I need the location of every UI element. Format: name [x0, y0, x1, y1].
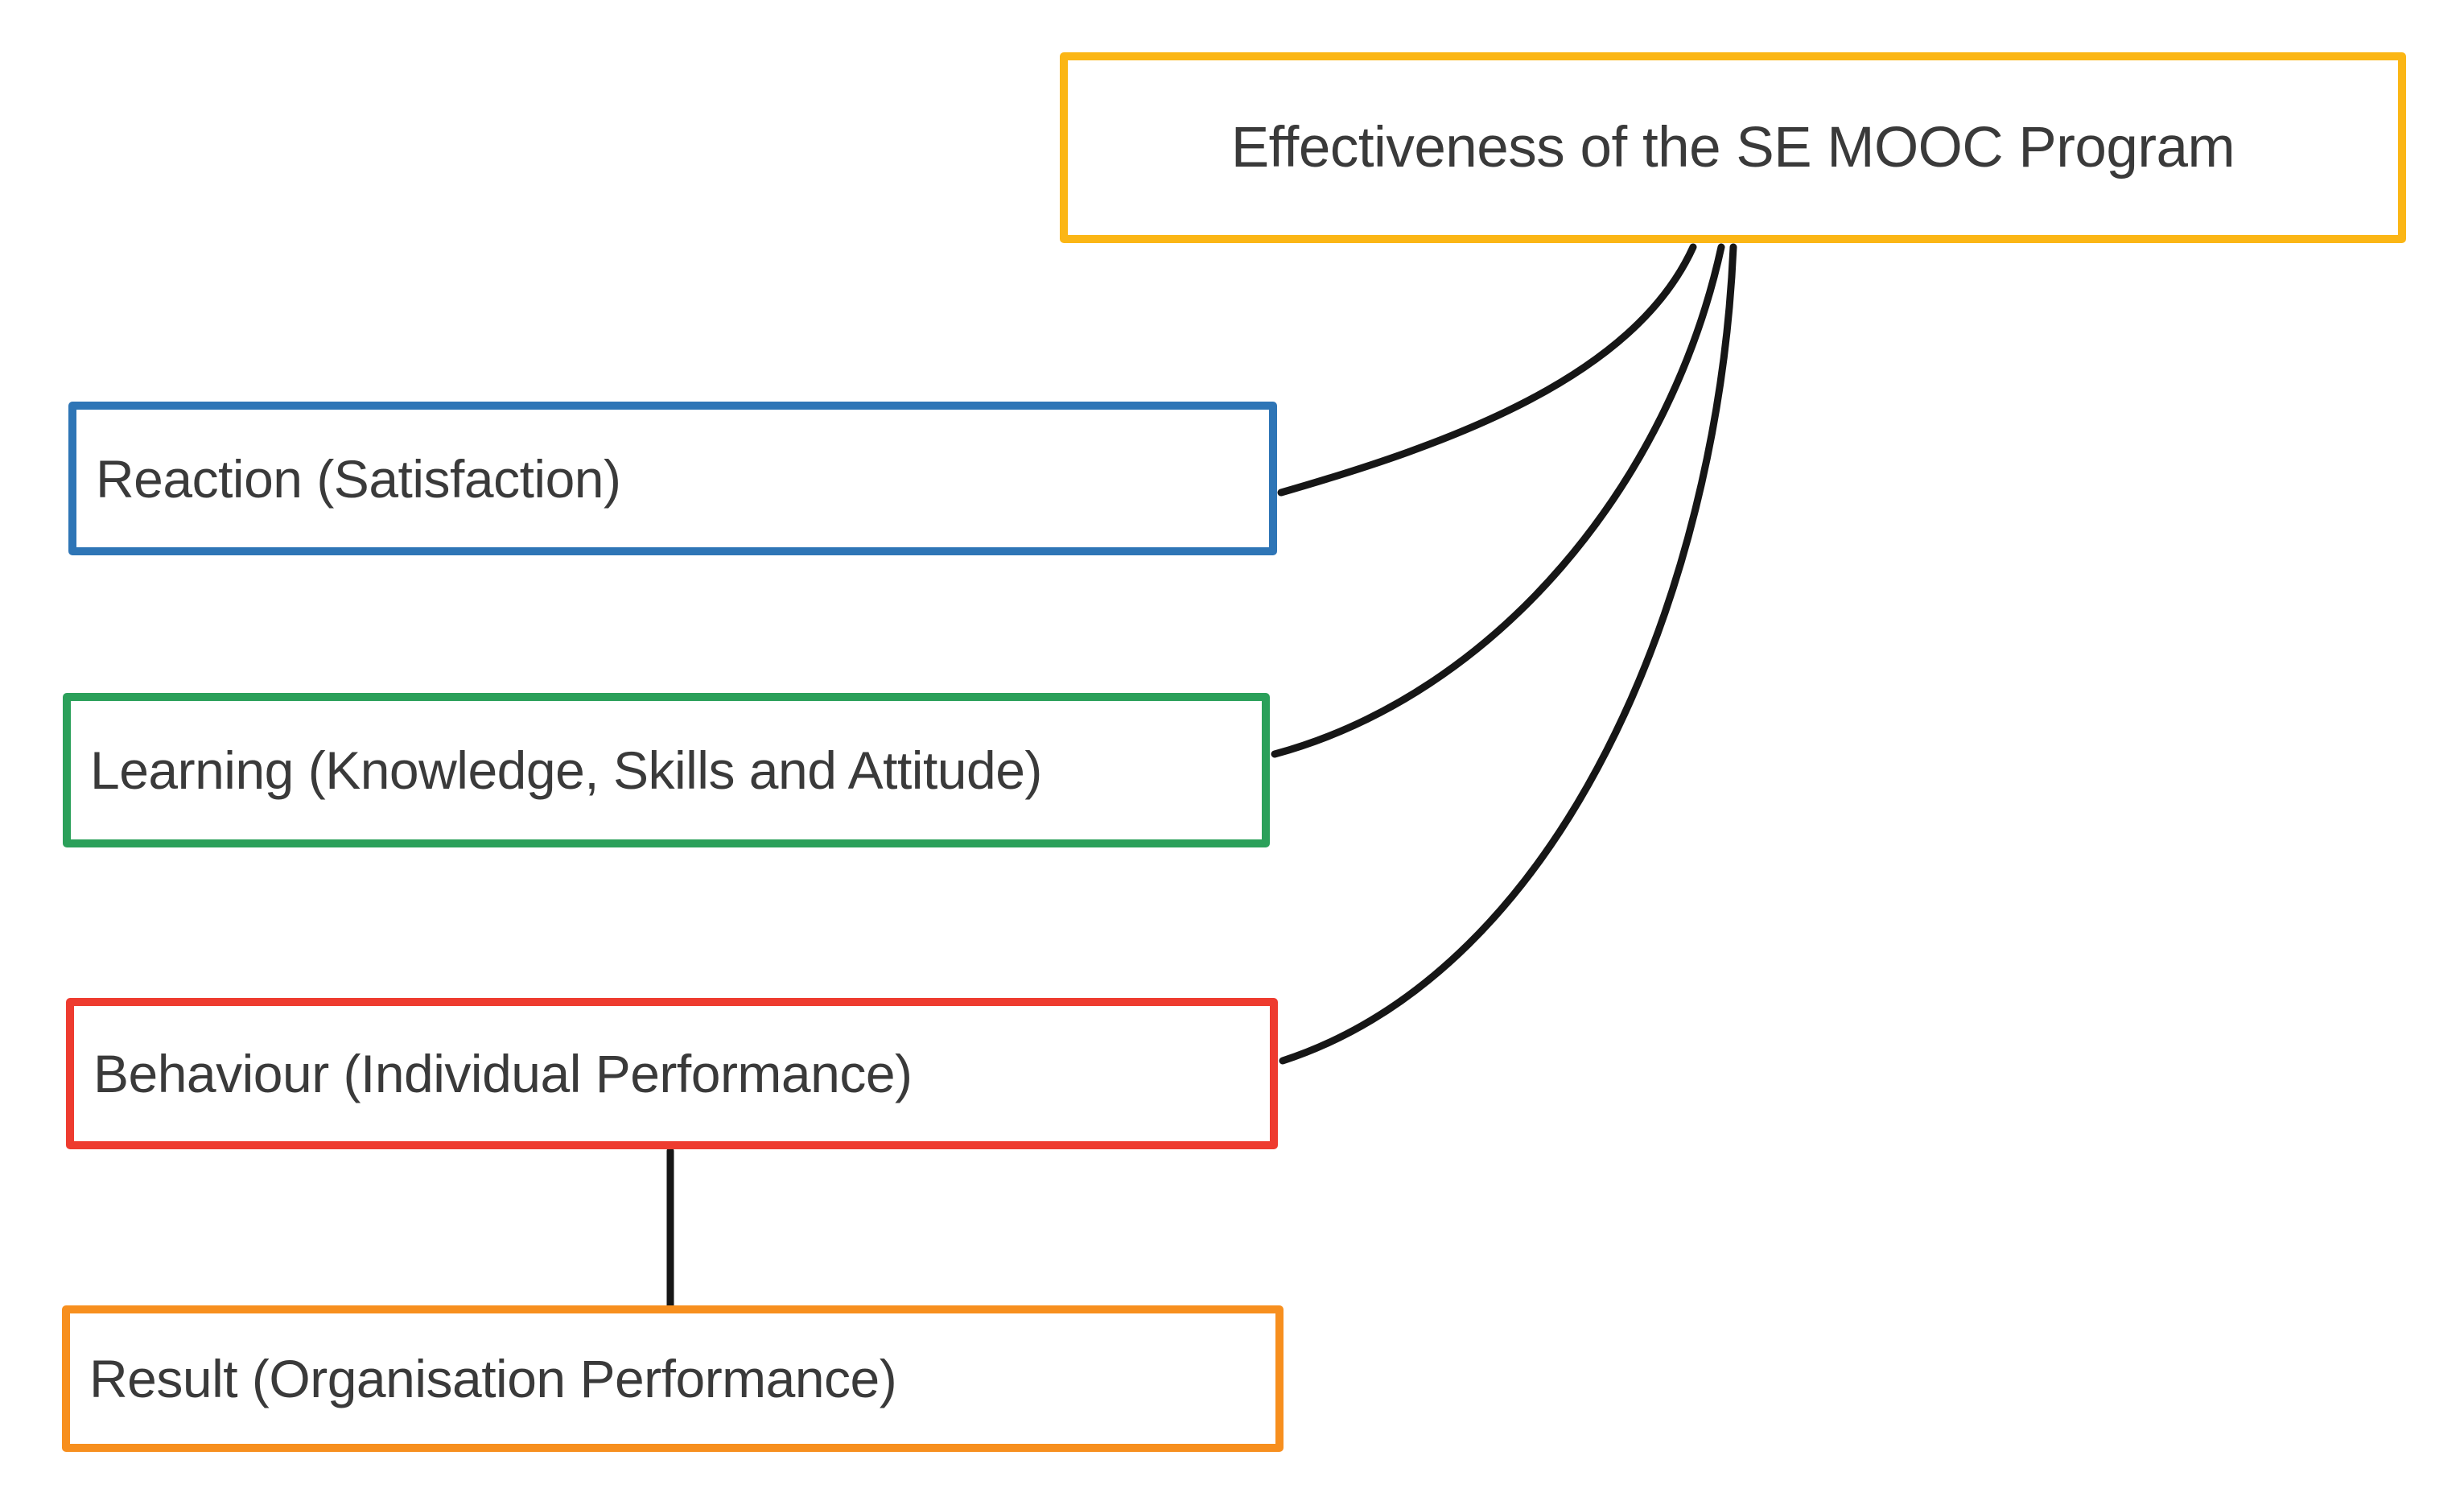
box-result-label: Result (Organisation Performance): [89, 1349, 897, 1408]
box-behaviour: Behaviour (Individual Performance): [66, 998, 1278, 1149]
box-reaction: Reaction (Satisfaction): [68, 402, 1277, 555]
connector-learning-to-title: [1271, 243, 1725, 758]
box-learning-label: Learning (Knowledge, Skills and Attitude…: [90, 740, 1042, 800]
box-reaction-label: Reaction (Satisfaction): [96, 448, 621, 509]
box-effectiveness-label: Effectiveness of the SE MOOC Program: [1230, 116, 2235, 179]
box-learning: Learning (Knowledge, Skills and Attitude…: [63, 693, 1270, 847]
box-result: Result (Organisation Performance): [62, 1305, 1284, 1452]
connector-behaviour-to-title: [1279, 243, 1737, 1065]
connector-reaction-to-title: [1277, 243, 1697, 497]
box-behaviour-label: Behaviour (Individual Performance): [93, 1044, 913, 1103]
box-effectiveness: Effectiveness of the SE MOOC Program: [1060, 52, 2406, 243]
